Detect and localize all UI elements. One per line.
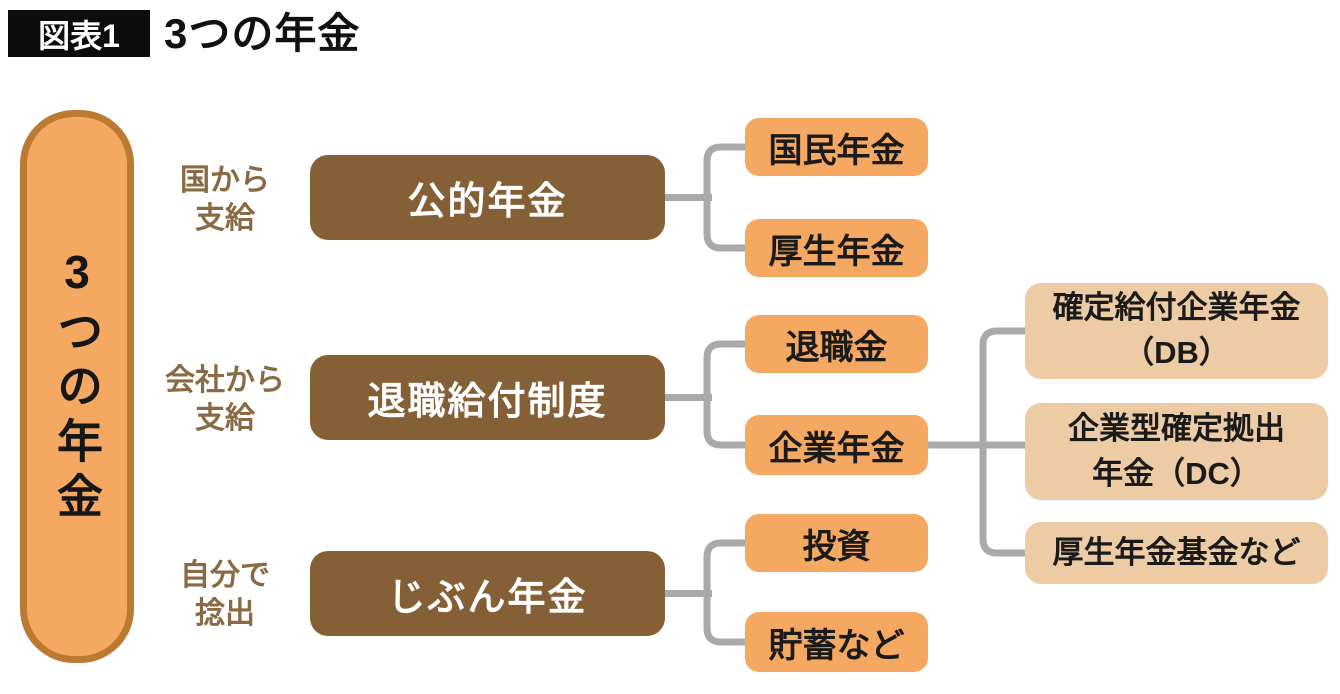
breakdown-box-employees-pension-fund: 厚生年金基金など bbox=[1025, 522, 1328, 584]
child-box-national-pension: 国民年金 bbox=[745, 118, 928, 176]
parent-box-personal-pension: じぶん年金 bbox=[310, 551, 665, 636]
connector-breakdown-bracket bbox=[979, 327, 1025, 557]
figure-number-label: 図表1 bbox=[38, 17, 120, 54]
figure-title: 3つの年金 bbox=[164, 10, 361, 57]
parent-box-retirement-benefit: 退職給付制度 bbox=[310, 355, 665, 440]
connector-row2-bracket bbox=[703, 340, 745, 449]
child-box-retirement-allowance: 退職金 bbox=[745, 315, 928, 373]
breakdown-box-db: 確定給付企業年金 （DB） bbox=[1025, 283, 1328, 379]
connector-row3-bracket bbox=[703, 539, 745, 646]
root-pill-label: 3つの年金 bbox=[51, 246, 103, 527]
connector-row1-bracket bbox=[703, 143, 745, 252]
child-box-savings: 貯蓄など bbox=[745, 612, 928, 672]
root-pill-three-pensions: 3つの年金 bbox=[20, 110, 134, 663]
parent-box-public-pension: 公的年金 bbox=[310, 155, 665, 240]
source-label-national: 国から 支給 bbox=[180, 164, 270, 236]
source-label-company: 会社から 支給 bbox=[165, 364, 285, 436]
source-label-self: 自分で 捻出 bbox=[180, 559, 270, 631]
child-box-investment: 投資 bbox=[745, 514, 928, 572]
breakdown-box-dc: 企業型確定拠出 年金（DC） bbox=[1025, 403, 1328, 500]
child-box-corporate-pension: 企業年金 bbox=[745, 415, 928, 475]
child-box-employees-pension: 厚生年金 bbox=[745, 219, 928, 277]
figure-number-badge: 図表1 bbox=[8, 10, 150, 57]
